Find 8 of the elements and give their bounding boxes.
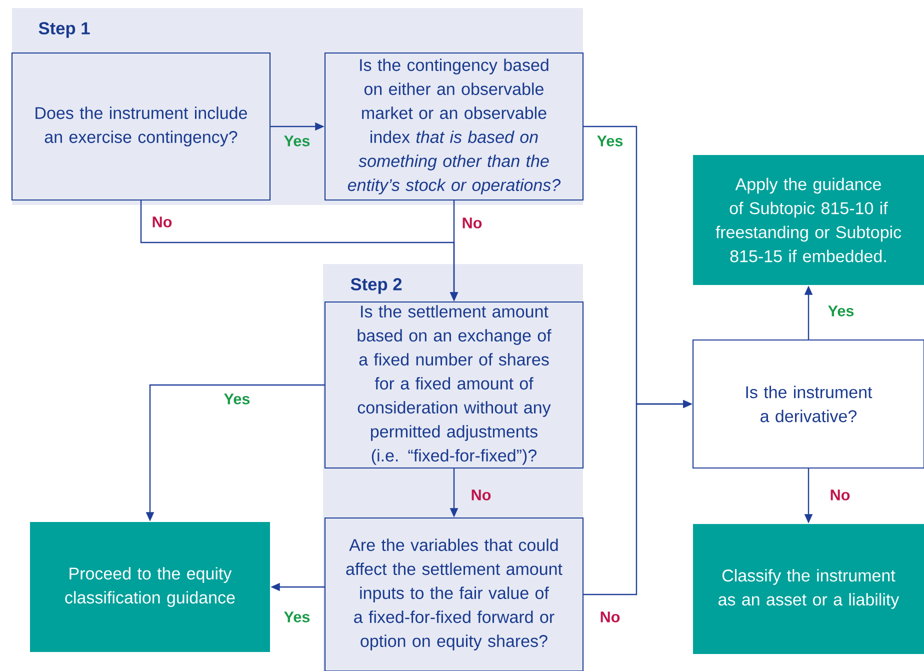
decision-box: Is the instrument a derivative? — [692, 339, 924, 469]
question-box: Is the contingency based on either an observable market or an observable index that is based on something other than the entity’s stock or operations? — [324, 52, 584, 201]
outcome-box: Classify the instrument as an asset or a liability — [693, 524, 924, 654]
question-box: Are the variables that could affect the settlement amount inputs to the fair value of a fixed-for-fixed forward or option on equity shares? — [324, 517, 584, 671]
outcome-box: Apply the guidance of Subtopic 815-10 if freestanding or Subtopic 815-15 if embedded. — [693, 155, 924, 285]
question-box: Does the instrument include an exercise contingency? — [11, 52, 271, 201]
question-box: Is the settlement amount based on an exchange of a fixed number of shares for a fixed amount of consideration without any permitted adjustments (i.e. “fixed-for-fixed”)? — [324, 301, 584, 469]
outcome-box: Proceed to the equity classification guidance — [30, 522, 270, 652]
